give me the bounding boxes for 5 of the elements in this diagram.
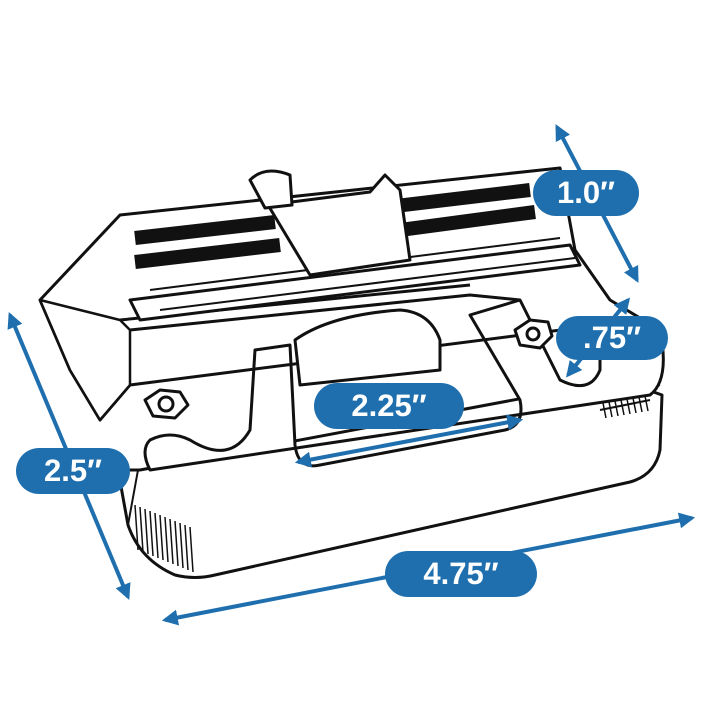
dimension-label: 4.75″ bbox=[385, 551, 537, 597]
dimension-label: .75″ bbox=[556, 316, 668, 360]
dimension-label: 1.0″ bbox=[533, 170, 639, 216]
dimension-label: 2.5″ bbox=[16, 448, 130, 494]
dimension-label: 2.25″ bbox=[314, 383, 464, 429]
